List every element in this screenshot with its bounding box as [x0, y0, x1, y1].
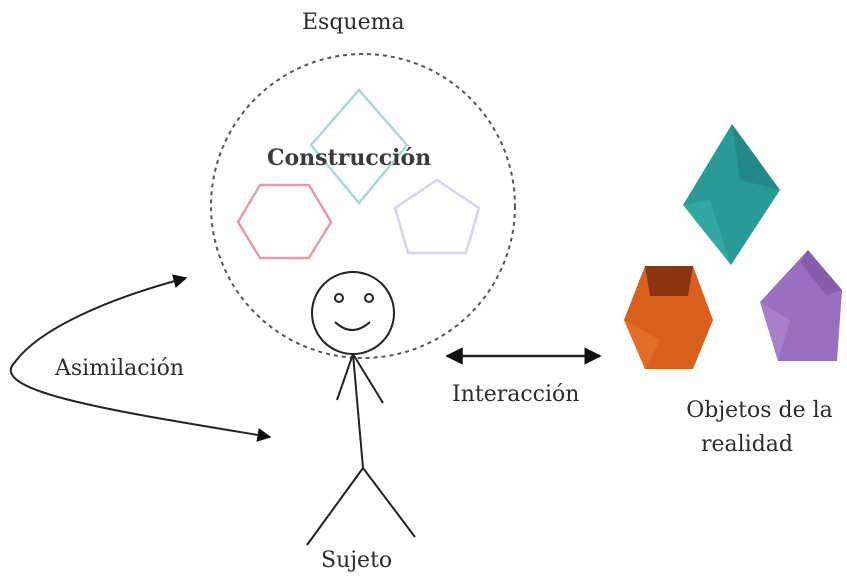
objects-label-line2: realidad — [700, 432, 793, 457]
objects-label-line1: Objetos de la — [686, 398, 833, 423]
schema-pentagon-shape — [393, 178, 481, 255]
construction-label: Construcción — [267, 145, 432, 171]
object-purple-gem — [760, 250, 842, 361]
schema-circle — [210, 53, 516, 359]
assimilation-arrow — [9, 274, 272, 442]
subject-figure — [306, 271, 416, 546]
schema-hexagon-shape — [236, 183, 333, 260]
object-orange-gem — [624, 266, 713, 369]
assimilation-label: Asimilación — [55, 356, 185, 381]
schema-label: Esquema — [302, 10, 405, 35]
object-teal-gem — [683, 124, 780, 265]
interaction-label: Interacción — [452, 382, 580, 407]
subject-label: Sujeto — [321, 548, 393, 573]
schema-diamond-shape — [309, 88, 409, 205]
